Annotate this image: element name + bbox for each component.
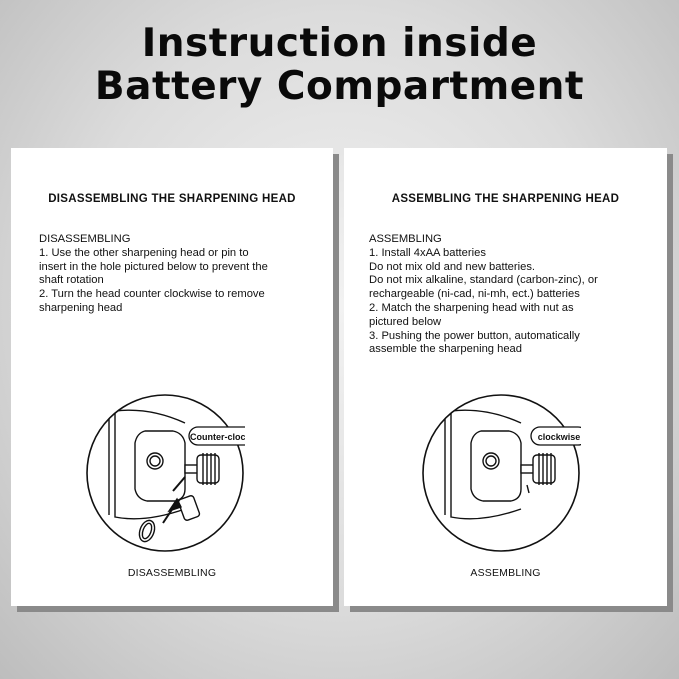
instruction-text: DISASSEMBLING 1. Use the other sharpenin… [39,233,325,316]
instruction-line: 2. Turn the head counter clockwise to re… [39,288,265,301]
diagram-caption: ASSEMBLING [470,567,541,579]
assembling-card: ASSEMBLING THE SHARPENING HEAD ASSEMBLIN… [344,148,667,606]
card-title: DISASSEMBLING THE SHARPENING HEAD [48,193,296,205]
heading-line-1: Instruction inside [141,21,538,66]
instruction-line: assemble the sharpening head [369,343,523,356]
instruction-line: 2. Match the sharpening head with nut as [369,301,574,314]
instruction-line: pictured below [369,315,442,328]
page-heading: Instruction inside Battery Compartment [0,22,679,108]
instruction-line: insert in the hole pictured below to pre… [39,260,268,273]
card-title: ASSEMBLING THE SHARPENING HEAD [391,193,620,205]
instruction-line: rechargeable (ni-cad, ni-mh, ect.) batte… [369,288,580,301]
instruction-line: 1. Install 4xAA batteries [369,246,486,259]
disassembling-diagram: Counter-clockwise [86,394,245,552]
instruction-text: ASSEMBLING 1. Install 4xAA batteries Do … [369,233,659,357]
heading-line-2: Battery Compartment [94,64,585,109]
disassembling-card: DISASSEMBLING THE SHARPENING HEAD DISASS… [11,148,333,606]
instruction-line: sharpening head [39,301,123,314]
section-label: DISASSEMBLING [39,233,131,245]
rotation-callout: clockwise [538,432,581,442]
rotation-callout: Counter-clockwise [190,432,245,442]
instruction-line: Do not mix old and new batteries. [369,260,536,273]
instruction-line: shaft rotation [39,274,104,287]
instruction-line: 3. Pushing the power button, automatical… [369,329,580,342]
instruction-line: Do not mix alkaline, standard (carbon-zi… [369,274,598,287]
diagram-caption: DISASSEMBLING [127,567,217,579]
instruction-line: 1. Use the other sharpening head or pin … [39,246,249,259]
assembling-diagram: clockwise [422,394,581,552]
section-label: ASSEMBLING [369,233,442,245]
